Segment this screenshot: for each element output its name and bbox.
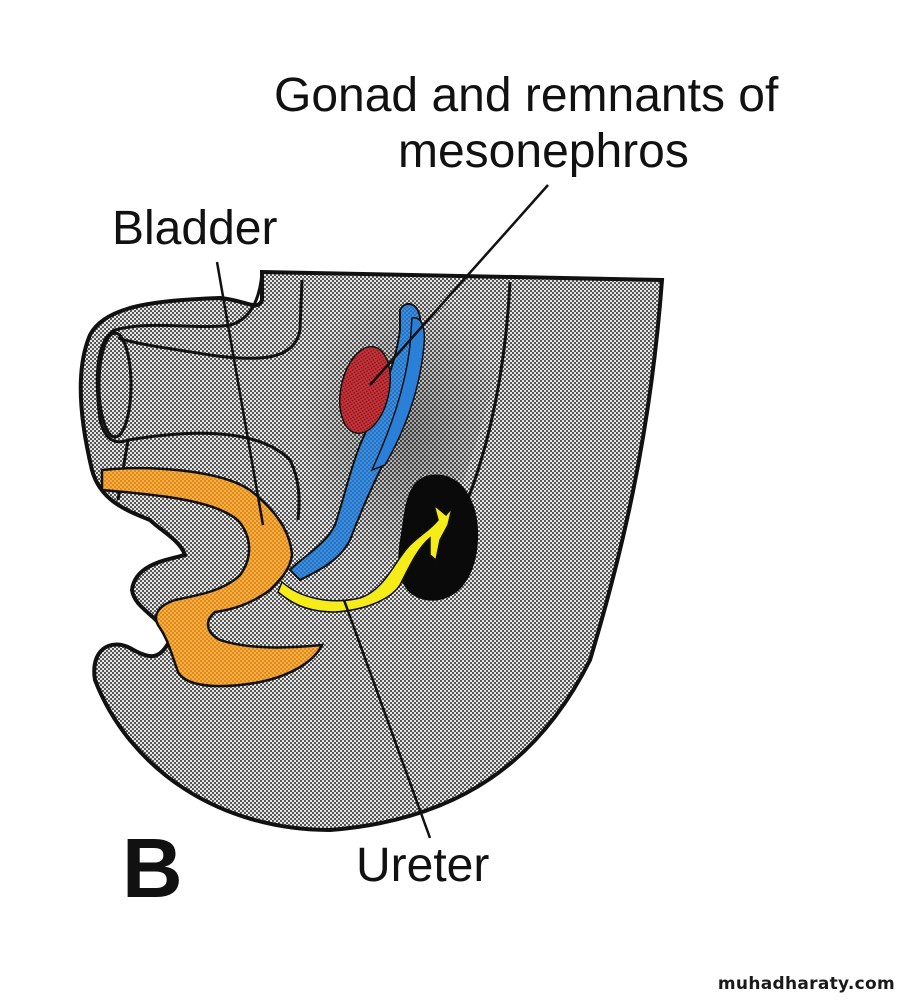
cloaca-opening [97, 331, 133, 439]
gonad-label-line1: Gonad and remnants of [274, 69, 779, 122]
bladder-shape [100, 466, 325, 688]
bladder-leader-line [215, 261, 265, 526]
hindgut-outline [95, 271, 304, 521]
bladder-label: Bladder [112, 202, 278, 255]
ureter-leader-line [342, 599, 432, 839]
ureter-label: Ureter [356, 839, 490, 892]
panel-letter: B [122, 821, 183, 915]
gonad-label-line2: mesonephros [398, 125, 689, 178]
watermark: muhadharaty.com [717, 974, 895, 994]
ureter [277, 502, 453, 613]
gonad-leader-line [369, 184, 549, 386]
paramesonephric-duct [370, 317, 426, 472]
gonad [339, 345, 391, 435]
